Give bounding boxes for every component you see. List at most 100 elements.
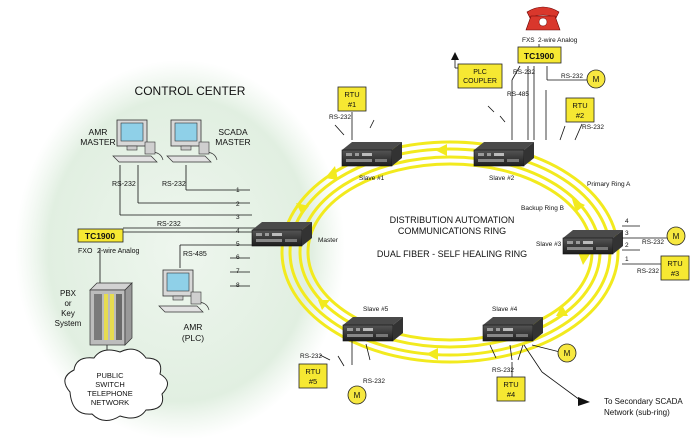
tc1900-box-top xyxy=(517,46,562,64)
svg-text:RS-232: RS-232 xyxy=(561,73,583,80)
master-device xyxy=(251,221,313,247)
svg-text:AMR: AMR xyxy=(184,322,203,332)
svg-text:PUBLIC: PUBLIC xyxy=(96,371,124,380)
svg-text:SWITCH: SWITCH xyxy=(95,380,125,389)
rtu1-box xyxy=(337,86,367,112)
svg-text:2-wire Analog: 2-wire Analog xyxy=(538,37,578,44)
svg-text:3: 3 xyxy=(625,230,629,237)
slave3-device xyxy=(562,229,624,255)
svg-text:Key: Key xyxy=(61,309,75,318)
svg-text:Slave #3: Slave #3 xyxy=(536,241,562,248)
svg-text:RTU: RTU xyxy=(667,259,682,268)
scada-master-label-1: SCADA xyxy=(218,127,248,137)
svg-text:M: M xyxy=(593,75,600,84)
svg-text:RS-232: RS-232 xyxy=(513,69,535,76)
svg-text:(PLC): (PLC) xyxy=(182,333,204,343)
bottom-wiring xyxy=(319,340,581,401)
svg-text:1: 1 xyxy=(625,256,629,263)
svg-text:Slave #5: Slave #5 xyxy=(363,306,389,313)
svg-text:8: 8 xyxy=(236,282,240,289)
svg-text:or: or xyxy=(64,299,71,308)
scada-master-label-2: MASTER xyxy=(215,137,250,147)
svg-text:RS-232: RS-232 xyxy=(582,124,604,131)
svg-text:RTU: RTU xyxy=(572,101,587,110)
svg-text:To Secondary SCADA: To Secondary SCADA xyxy=(604,397,683,406)
svg-text:3: 3 xyxy=(236,214,240,221)
rtu2-box xyxy=(565,97,595,123)
secondary-arrow xyxy=(578,397,590,406)
svg-text:TC1900: TC1900 xyxy=(524,51,555,61)
plc-arrow xyxy=(451,52,459,60)
amr-master-label-1: AMR xyxy=(89,127,108,137)
ring-arrows xyxy=(296,144,590,360)
svg-text:TELEPHONE: TELEPHONE xyxy=(87,389,132,398)
meter-bottom-left xyxy=(347,385,367,405)
meter-right xyxy=(666,226,686,246)
svg-text:RTU: RTU xyxy=(503,380,518,389)
diagram-text: CONTROL CENTER AMR MASTER SCADA MASTER R… xyxy=(55,37,684,417)
meter-top xyxy=(586,69,606,89)
svg-text:M: M xyxy=(564,349,571,358)
svg-text:RS-232: RS-232 xyxy=(637,268,659,275)
ring-title-2: COMMUNICATIONS RING xyxy=(398,226,506,236)
rtu3-box xyxy=(660,255,690,281)
yellow-boxes xyxy=(77,46,690,402)
plc-coupler-box xyxy=(457,63,503,89)
slave2-device xyxy=(473,141,535,167)
svg-text:PBX: PBX xyxy=(60,289,77,298)
svg-text:RS-485: RS-485 xyxy=(507,91,529,98)
svg-text:Master: Master xyxy=(318,237,339,244)
primary-ring-label: Primary Ring A xyxy=(587,181,631,188)
meters xyxy=(347,69,686,405)
svg-text:#2: #2 xyxy=(576,111,584,120)
svg-text:4: 4 xyxy=(236,228,240,235)
svg-text:RS-232: RS-232 xyxy=(642,239,664,246)
ring-title-1: DISTRIBUTION AUTOMATION xyxy=(390,215,515,225)
control-center-title: CONTROL CENTER xyxy=(135,84,246,98)
rtu4-box xyxy=(496,376,526,402)
svg-text:1: 1 xyxy=(236,187,240,194)
tc1900-box-left xyxy=(77,228,124,243)
rtu5-box xyxy=(298,363,328,389)
svg-text:2: 2 xyxy=(625,242,629,249)
svg-text:Slave #2: Slave #2 xyxy=(489,175,515,182)
svg-text:5: 5 xyxy=(236,241,240,248)
amr-master-label-2: MASTER xyxy=(80,137,115,147)
svg-text:#1: #1 xyxy=(348,100,356,109)
two-wire-left: 2-wire Analog xyxy=(97,248,140,255)
svg-text:M: M xyxy=(354,391,361,400)
svg-text:7: 7 xyxy=(236,268,240,275)
slave5-device xyxy=(342,316,404,342)
slave4-device xyxy=(482,316,544,342)
svg-text:RTU: RTU xyxy=(344,90,359,99)
svg-text:M: M xyxy=(673,232,680,241)
svg-text:RS-232: RS-232 xyxy=(300,353,322,360)
slave1-device xyxy=(341,141,403,167)
svg-text:2: 2 xyxy=(236,201,240,208)
svg-text:RTU: RTU xyxy=(305,367,320,376)
svg-text:FXS: FXS xyxy=(522,37,535,44)
svg-text:Slave #4: Slave #4 xyxy=(492,306,518,313)
svg-text:System: System xyxy=(55,319,82,328)
right-wiring xyxy=(622,225,668,265)
svg-text:RS-232: RS-232 xyxy=(492,367,514,374)
meter-bottom-right xyxy=(557,343,577,363)
backup-ring-label: Backup Ring B xyxy=(521,205,564,212)
svg-text:4: 4 xyxy=(625,218,629,225)
top-wiring xyxy=(334,44,590,141)
svg-text:Slave #1: Slave #1 xyxy=(359,175,385,182)
svg-text:#5: #5 xyxy=(309,377,317,386)
svg-text:COUPLER: COUPLER xyxy=(463,78,497,85)
tc1900-left-label: TC1900 xyxy=(85,231,116,241)
ring-subtitle: DUAL FIBER - SELF HEALING RING xyxy=(377,249,527,259)
svg-text:#3: #3 xyxy=(671,269,679,278)
svg-text:RS-232: RS-232 xyxy=(329,114,351,121)
pstn-cloud xyxy=(64,348,168,421)
svg-text:PLC: PLC xyxy=(473,69,487,76)
svg-text:6: 6 xyxy=(236,254,240,261)
control-wiring xyxy=(99,165,255,360)
fxo-label: FXO xyxy=(78,248,93,255)
svg-text:RS-232: RS-232 xyxy=(363,378,385,385)
pbx-cabinet xyxy=(89,282,133,346)
